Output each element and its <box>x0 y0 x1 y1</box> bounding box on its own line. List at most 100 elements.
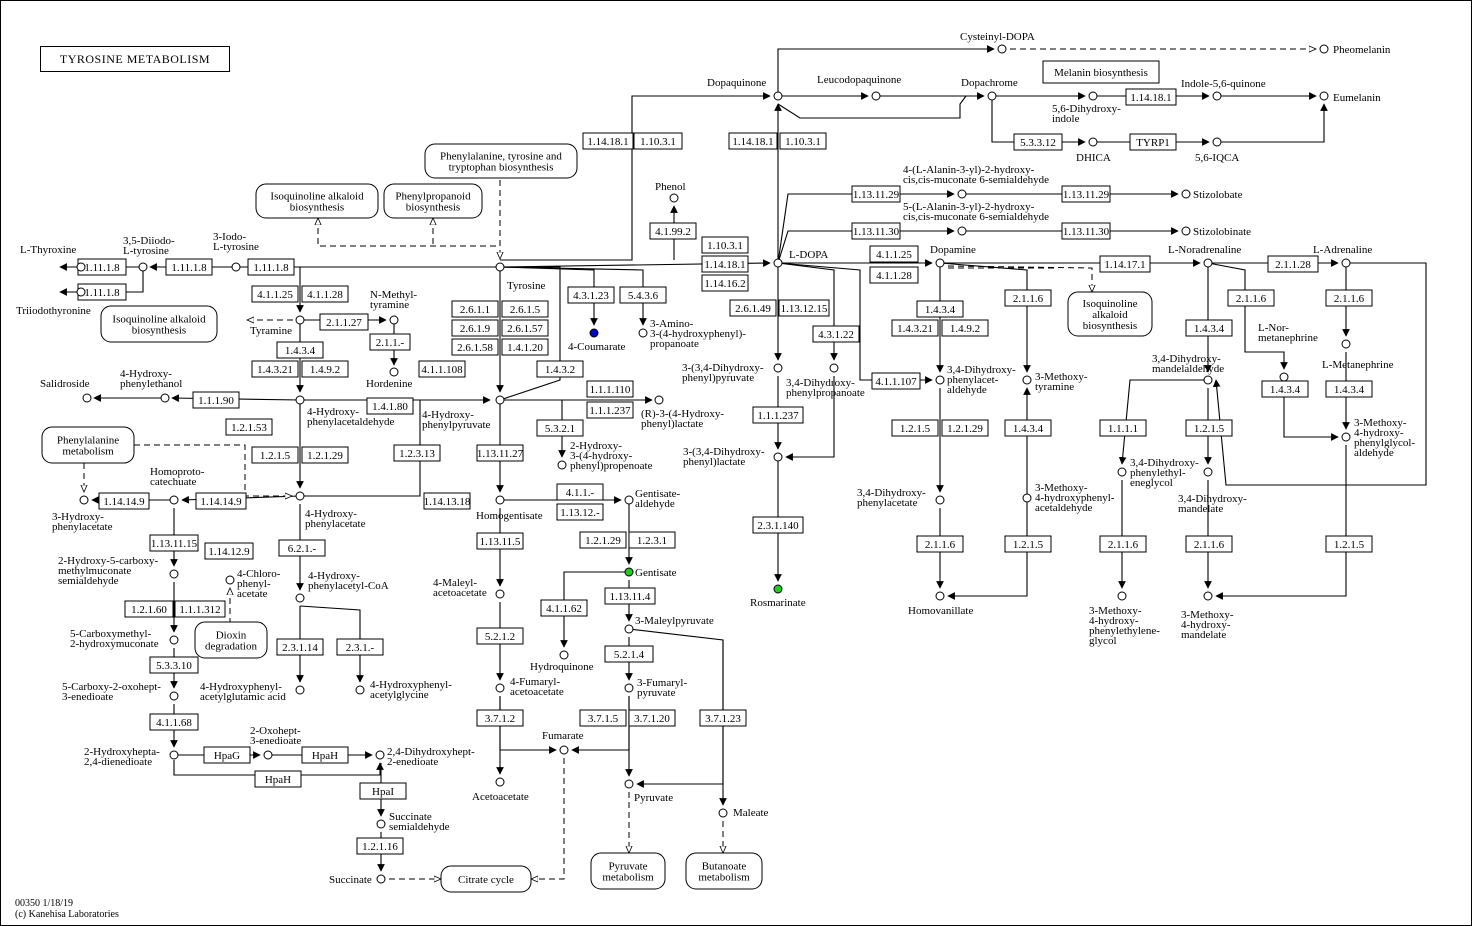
enzyme-box[interactable]: 1.13.11.4 <box>604 587 656 605</box>
compound-ldopa[interactable]: L-DOPA <box>773 249 828 268</box>
compound-hydroxyhpprop[interactable]: 2-Hydroxy-3-(4-hydroxy-phenyl)propenoate <box>557 440 653 472</box>
compound-fumarylacetoacetate[interactable]: 4-Fumaryl-acetoacetate <box>495 676 564 698</box>
enzyme-box[interactable]: 1.4.3.4 <box>916 300 964 318</box>
compound-gentisate[interactable]: Gentisate <box>624 567 677 579</box>
enzyme-box[interactable]: 5.3.2.1 <box>536 419 584 437</box>
enzyme-box[interactable]: 1.4.3.4 <box>1261 380 1309 398</box>
compound-normetanephrine[interactable]: L-Nor-metanephrine <box>1258 322 1318 382</box>
enzyme-box[interactable]: 1.13.11.30 <box>1061 222 1111 240</box>
compound-acetoacetate[interactable]: Acetoacetate <box>472 777 529 803</box>
enzyme-box[interactable]: 1.4.3.2 <box>536 360 584 378</box>
compound-vma[interactable]: 3-Methoxy-4-hydroxy-mandelate <box>1181 591 1234 641</box>
enzyme-box[interactable]: 5.2.1.2 <box>476 627 524 645</box>
enzyme-box[interactable]: HpaH <box>254 770 302 788</box>
compound-dhmandelaldehyde[interactable]: 3,4-Dihydroxy-mandelaldehyde <box>1152 353 1224 385</box>
enzyme-box[interactable]: 1.14.18.1 <box>582 132 634 150</box>
enzyme-box[interactable]: 1.11.1.8 <box>247 258 295 276</box>
enzyme-box[interactable]: 1.14.13.18 <box>423 492 471 510</box>
enzyme-box[interactable]: 4.3.1.23 <box>567 286 615 304</box>
enzyme-box[interactable]: 1.14.16.2 <box>701 274 749 292</box>
compound-dhpprop[interactable]: 3,4-Dihydroxy-phenylpropanoate <box>786 363 865 399</box>
enzyme-box[interactable]: 1.10.3.1 <box>701 236 749 254</box>
compound-gentisatealdehyde[interactable]: Gentisate-aldehyde <box>624 488 681 510</box>
enzyme-box[interactable]: 1.11.1.8 <box>77 283 127 301</box>
enzyme-box[interactable]: 4.1.1.107 <box>871 372 921 390</box>
compound-mhpg[interactable]: 3-Methoxy-4-hydroxy-phenylethylene-glyco… <box>1089 591 1160 647</box>
compound-nmethyltyramine[interactable]: N-Methyl-tyramine <box>370 289 417 325</box>
enzyme-box[interactable]: 4.1.1.28 <box>869 266 919 284</box>
enzyme-box[interactable]: TYRP1 <box>1129 133 1177 151</box>
enzyme-box[interactable]: 1.13.11.5 <box>476 532 524 550</box>
enzyme-box[interactable]: 1.1.1.237 <box>586 401 634 419</box>
compound-dhica[interactable]: DHICA <box>1076 137 1111 164</box>
enzyme-box[interactable]: HpaG <box>203 746 251 764</box>
enzyme-box[interactable]: 1.2.1.29 <box>941 419 989 437</box>
enzyme-box[interactable]: 2.3.1.140 <box>752 516 804 534</box>
enzyme-box[interactable]: 1.10.3.1 <box>779 132 827 150</box>
enzyme-box[interactable]: 1.2.1.16 <box>356 837 404 855</box>
compound-dopachrome[interactable]: Dopachrome <box>961 77 1018 101</box>
compound-aminohpp[interactable]: 3-Amino-3-(4-hydroxyphenyl)-propanoate <box>638 318 746 350</box>
compound-chlorophenylacetate[interactable]: 4-Chloro-phenyl-acetate <box>225 568 281 600</box>
compound-hpglycine[interactable]: 4-Hydroxyphenyl-acetylglycine <box>355 679 452 701</box>
enzyme-box[interactable]: 1.14.14.9 <box>195 492 247 510</box>
enzyme-box[interactable]: 1.2.1.5 <box>1004 535 1052 553</box>
enzyme-box[interactable]: 1.13.12.- <box>556 503 604 521</box>
compound-maleylacetoacetate[interactable]: 4-Maleyl-acetoacetate <box>433 577 505 599</box>
enzyme-box[interactable]: HpaH <box>301 746 349 764</box>
compound-dhpacetaldehyde[interactable]: 3,4-Dihydroxy-phenylacet-aldehyde <box>935 364 1016 396</box>
enzyme-box[interactable]: 2.1.1.6 <box>1099 535 1147 553</box>
compound-hydroquinone[interactable]: Hydroquinone <box>530 650 594 673</box>
compound-iqca[interactable]: 5,6-IQCA <box>1195 137 1239 164</box>
compound-dhpethyleneglycol[interactable]: 3,4-Dihydroxy-phenylethyl-eneglycol <box>1117 457 1199 489</box>
compound-methoxyhpglycolaldehyde[interactable]: 3-Methoxy-4-hydroxy-phenylglycol-aldehyd… <box>1341 417 1415 459</box>
enzyme-box[interactable]: 3.7.1.2 <box>476 709 524 727</box>
enzyme-box[interactable]: 4.3.1.22 <box>812 325 860 343</box>
compound-stizolobinate[interactable]: Stizolobinate <box>1181 226 1251 238</box>
enzyme-box[interactable]: 2.1.1.6 <box>916 535 964 553</box>
enzyme-box[interactable]: 1.11.1.8 <box>77 258 127 276</box>
enzyme-box[interactable]: 5.3.3.10 <box>149 656 199 674</box>
compound-iodo[interactable]: 3-Iodo-L-tyrosine <box>213 231 259 272</box>
enzyme-box[interactable]: 1.1.1.312 <box>174 600 226 618</box>
enzyme-box[interactable]: 1.2.3.1 <box>628 531 676 549</box>
enzyme-box[interactable]: 1.4.3.21 <box>891 319 939 337</box>
compound-hppyruvate[interactable]: 4-Hydroxy-phenylpyruvate <box>422 395 505 431</box>
enzyme-box[interactable]: 1.2.1.29 <box>301 446 349 464</box>
enzyme-box[interactable]: 2.1.1.- <box>369 333 411 351</box>
compound-tyrosine[interactable]: Tyrosine <box>495 262 545 292</box>
compound-noradrenaline[interactable]: L-Noradrenaline <box>1168 244 1241 268</box>
compound-triiodothyronine[interactable]: Triiodothyronine <box>16 287 91 317</box>
enzyme-box[interactable]: 1.10.3.1 <box>633 132 683 150</box>
enzyme-box[interactable]: 4.1.1.28 <box>301 285 349 303</box>
enzyme-box[interactable]: 1.13.11.15 <box>149 534 199 552</box>
enzyme-box[interactable]: 3.7.1.20 <box>628 709 676 727</box>
compound-alanin5[interactable]: 5-(L-Alanin-3-yl)-2-hydroxy-cis,cis-muco… <box>903 201 1049 236</box>
compound-phenol[interactable]: Phenol <box>655 181 686 203</box>
map-link-melanin[interactable]: Melanin biosynthesis <box>1042 60 1160 84</box>
enzyme-box[interactable]: 2.1.1.27 <box>319 313 369 331</box>
compound-hpacetate[interactable]: 4-Hydroxy-phenylacetate <box>295 491 366 530</box>
enzyme-box[interactable]: 4.1.1.25 <box>869 245 919 263</box>
enzyme-box[interactable]: 4.1.1.62 <box>540 599 588 617</box>
compound-hpacetaldehyde[interactable]: 4-Hydroxy-phenylacetaldehyde <box>295 395 394 428</box>
enzyme-box[interactable]: 2.1.1.28 <box>1267 255 1319 273</box>
enzyme-box[interactable]: 2.1.1.6 <box>1185 535 1233 553</box>
compound-tyramine[interactable]: Tyramine <box>250 315 305 337</box>
compound-hplactate[interactable]: (R)-3-(4-Hydroxy-phenyl)lactate <box>641 395 724 430</box>
compound-fumarylpyruvate[interactable]: 3-Fumaryl-pyruvate <box>624 677 687 699</box>
compound-dihydroxyhept[interactable]: 2,4-Dihydroxyhept-2-enedioate <box>375 746 475 768</box>
compound-dhi[interactable]: 5,6-Dihydroxy-indole <box>1052 91 1121 125</box>
enzyme-box[interactable]: 6.2.1.- <box>278 539 326 557</box>
compound-rosmarinate[interactable]: Rosmarinate <box>750 584 806 609</box>
enzyme-box[interactable]: 5.4.3.6 <box>619 286 667 304</box>
enzyme-box[interactable]: 1.14.18.1 <box>728 132 778 150</box>
compound-pheomelanin[interactable]: Pheomelanin <box>1319 44 1391 56</box>
enzyme-box[interactable]: 1.2.1.5 <box>1325 535 1373 553</box>
